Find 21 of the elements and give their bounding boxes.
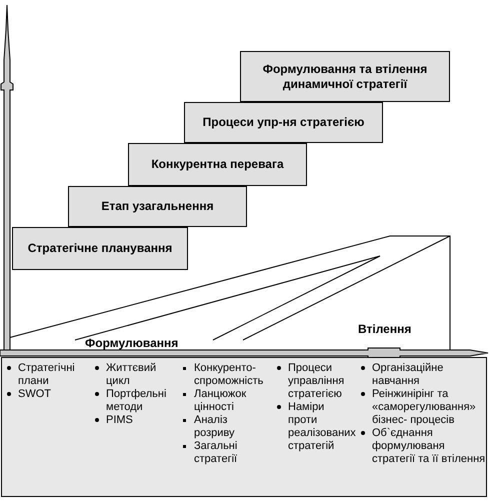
bullet-item: Реінжинірінг та «саморегулювання» бізнес- процесів <box>358 388 486 427</box>
bullet-item: Загальні стратегії <box>180 440 270 466</box>
bullet-item: Наміри проти реалізованих стратегій <box>274 401 356 453</box>
bullet-item: Аналіз розриву <box>180 414 270 440</box>
bullet-item: Життєвий цикл <box>92 362 176 388</box>
step-box: Стратегічне планування <box>12 227 188 270</box>
bullet-item: Об`єднання формулюваня стратегії та її втілення <box>358 427 486 466</box>
step-box: Процеси упр-ня стратегією <box>184 102 383 143</box>
bullet-item: Конкуренто-спроможність <box>180 362 270 388</box>
phase-label: Формулювання <box>85 336 178 350</box>
phase-label: Втілення <box>358 322 412 336</box>
step-box: Формулювання та втілення динамичної стратегії <box>240 51 450 102</box>
bullet-item: Ланцюжок цінності <box>180 388 270 414</box>
bullet-item: SWOT <box>4 388 88 401</box>
step-box: Конкурентна перевага <box>128 143 307 186</box>
step-box: Етап узагальнення <box>68 186 247 227</box>
bullet-item: PIMS <box>92 414 176 427</box>
bullet-item: Організаційне навчання <box>358 362 486 388</box>
bullet-item: Процеси управління стратегією <box>274 362 356 401</box>
bullet-item: Портфельні методи <box>92 388 176 414</box>
bullet-item: Стратегічні плани <box>4 362 88 388</box>
